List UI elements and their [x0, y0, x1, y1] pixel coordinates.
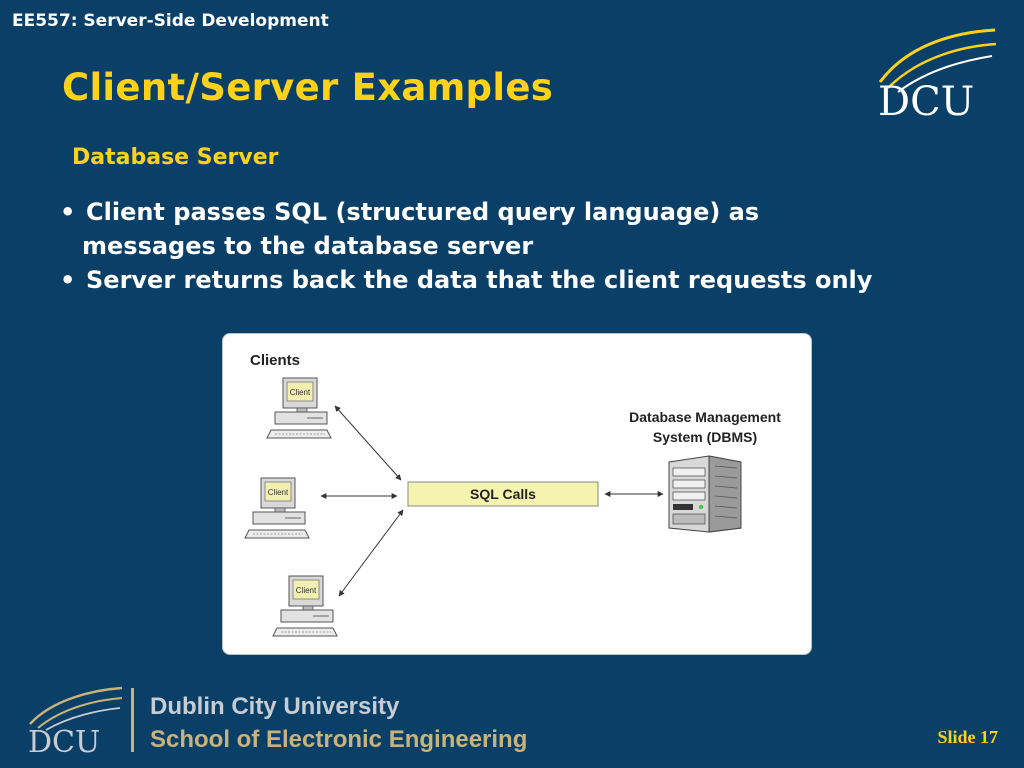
- bullet-list: • Client passes SQL (structured query la…: [60, 195, 1020, 297]
- bullet-text: messages to the database server: [82, 232, 534, 260]
- course-title: EE557: Server-Side Development: [12, 11, 329, 31]
- slide-number: Slide 17: [937, 727, 998, 747]
- sql-calls-label: SQL Calls: [470, 486, 536, 502]
- dcu-footer-logo-text: DCU: [28, 725, 100, 760]
- bullet-item: • Server returns back the data that the …: [60, 263, 1020, 297]
- dcu-logo-text: DCU: [878, 79, 974, 122]
- sql-calls-box: [407, 481, 599, 507]
- arrow: [334, 405, 402, 481]
- dcu-logo: DCU: [878, 28, 997, 122]
- bullet-item: • Client passes SQL (structured query la…: [60, 195, 1020, 263]
- dbms-label: System (DBMS): [653, 429, 757, 445]
- bullet-dot: •: [60, 198, 76, 226]
- section-subtitle: Database Server: [72, 145, 279, 170]
- dbms-label: Database Management: [629, 409, 781, 425]
- client-label: Client: [268, 488, 289, 497]
- arrow: [338, 509, 404, 597]
- clients-label: Clients: [250, 352, 300, 369]
- client-computer-icon: Client: [272, 575, 338, 637]
- bullet-dot: •: [60, 266, 76, 294]
- footer-school: School of Electronic Engineering: [150, 726, 528, 753]
- bullet-text: Client passes SQL (structured query lang…: [86, 198, 760, 226]
- slide-title: Client/Server Examples: [62, 66, 554, 109]
- client-computer-icon: Client: [266, 377, 332, 439]
- dcu-footer-logo: DCU: [28, 686, 123, 760]
- bullet-text: Server returns back the data that the cl…: [86, 266, 873, 294]
- database-server-icon: [668, 455, 742, 533]
- diagram-canvas: Clients Client Client Client SQL Calls D…: [244, 352, 781, 637]
- footer-divider: [131, 688, 134, 752]
- footer-university: Dublin City University: [150, 693, 400, 720]
- client-server-diagram: Clients Client Client Client SQL Calls D…: [222, 333, 812, 655]
- client-computer-icon: Client: [244, 477, 310, 539]
- client-label: Client: [290, 388, 311, 397]
- client-label: Client: [296, 586, 317, 595]
